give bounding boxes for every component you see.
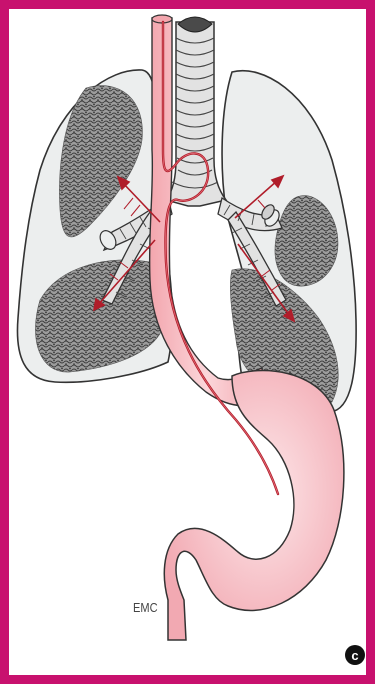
emc-logo: EMC xyxy=(133,600,158,615)
copyright-badge: c xyxy=(345,645,365,665)
trachea xyxy=(166,17,226,206)
